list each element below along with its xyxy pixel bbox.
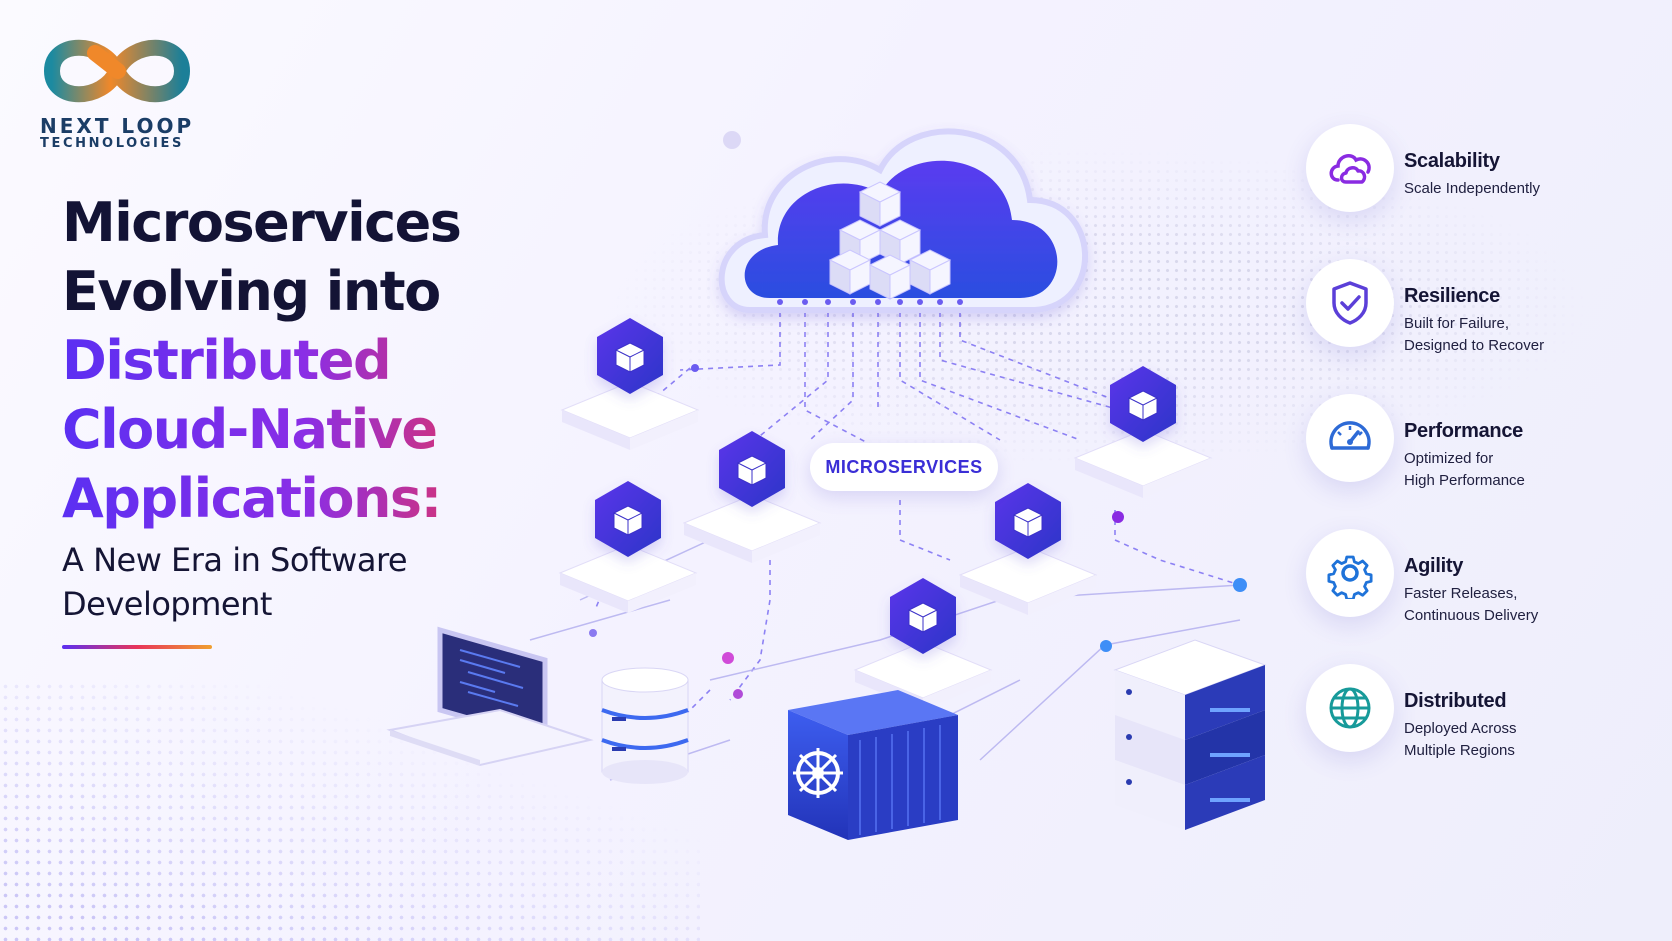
feature-description: Scale Independently: [1404, 178, 1644, 200]
cube-hexagon-icon: [558, 481, 698, 613]
diagram-graphic: [386, 128, 1267, 840]
feature-resilience[interactable]: Resilience Built for Failure, Designed t…: [1306, 259, 1656, 394]
feature-desc-line: Continuous Delivery: [1404, 607, 1539, 624]
feature-desc-line: Multiple Regions: [1404, 742, 1515, 759]
server-rack-icon: [1113, 639, 1267, 830]
title-line-3: Distributed: [62, 326, 502, 395]
feature-agility[interactable]: Agility Faster Releases, Continuous Deli…: [1306, 529, 1656, 664]
brand-name: NEXT LOOP: [40, 114, 195, 138]
title-line-5: Applications:: [62, 464, 502, 533]
subtitle-line-2: Development: [62, 585, 272, 623]
architecture-diagram: MICROSERVICES: [380, 80, 1300, 850]
cloud-cubes-icon: [718, 128, 1088, 313]
dot-pattern-background: [0, 681, 700, 941]
title-underline: [62, 645, 212, 649]
feature-list: Scalability Scale Independently Resilien…: [1306, 124, 1656, 799]
container-kubernetes-icon: [788, 690, 958, 840]
title-line-4: Cloud-Native: [62, 395, 502, 464]
connection-nodes: [589, 131, 1247, 699]
brand-logo[interactable]: NEXT LOOP TECHNOLOGIES: [32, 30, 212, 151]
database-icon: [601, 667, 689, 784]
cube-hexagon-icon: [560, 318, 700, 450]
title-line-1: Microservices: [62, 191, 462, 254]
feature-description: Optimized for High Performance: [1404, 448, 1644, 492]
feature-scalability[interactable]: Scalability Scale Independently: [1306, 124, 1656, 259]
feature-desc-line: Optimized for: [1404, 450, 1494, 467]
globe-icon: [1306, 664, 1394, 752]
subtitle-line-1: A New Era in Software: [62, 541, 408, 579]
subtitle: A New Era in Software Development: [62, 538, 482, 626]
microservices-label: MICROSERVICES: [810, 443, 998, 491]
feature-title: Scalability: [1404, 150, 1500, 172]
feature-title: Agility: [1404, 555, 1464, 577]
cube-hexagon-icon: [958, 483, 1098, 615]
feature-desc-line: Built for Failure,: [1404, 315, 1510, 332]
speedometer-icon: [1306, 394, 1394, 482]
cube-hexagon-icon: [682, 431, 822, 563]
brand-tagline: TECHNOLOGIES: [40, 136, 184, 151]
feature-performance[interactable]: Performance Optimized for High Performan…: [1306, 394, 1656, 529]
feature-description: Built for Failure, Designed to Recover: [1404, 313, 1644, 357]
feature-desc-line: High Performance: [1404, 472, 1525, 489]
cube-hexagon-icon: [1073, 366, 1213, 498]
cube-hexagon-icon: [853, 578, 993, 710]
laptop-icon: [386, 626, 594, 767]
feature-desc-line: Deployed Across: [1404, 720, 1517, 737]
feature-desc-line: Scale Independently: [1404, 180, 1540, 197]
feature-title: Performance: [1404, 420, 1523, 442]
feature-title: Resilience: [1404, 285, 1500, 307]
feature-title: Distributed: [1404, 690, 1507, 712]
microservice-nodes: [558, 318, 1213, 710]
cloud-connector-dots: [777, 299, 963, 305]
feature-distributed[interactable]: Distributed Deployed Across Multiple Reg…: [1306, 664, 1656, 799]
infinity-loop-icon: [43, 39, 191, 103]
title-line-2: Evolving into: [62, 260, 441, 323]
shield-check-icon: [1306, 259, 1394, 347]
feature-desc-line: Faster Releases,: [1404, 585, 1518, 602]
cloud-scale-icon: [1306, 124, 1394, 212]
page-title: Microservices Evolving into Distributed …: [62, 188, 502, 533]
feature-description: Deployed Across Multiple Regions: [1404, 718, 1644, 762]
gear-icon: [1306, 529, 1394, 617]
feature-description: Faster Releases, Continuous Delivery: [1404, 583, 1644, 627]
feature-desc-line: Designed to Recover: [1404, 337, 1545, 354]
